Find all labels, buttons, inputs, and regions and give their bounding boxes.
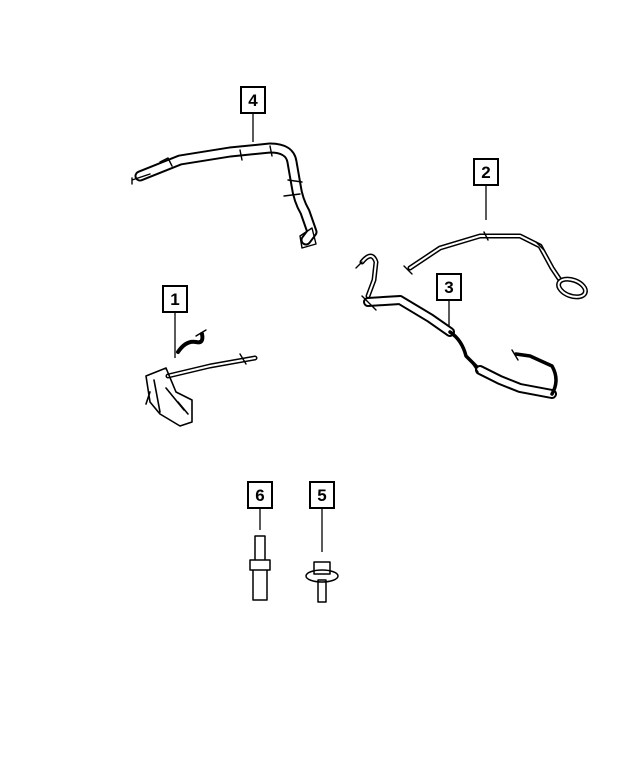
callout-2-label: 2 [481, 162, 491, 182]
callout-3-label: 3 [444, 277, 454, 297]
part-6-stud [249, 535, 271, 601]
part-1-assembly [145, 329, 258, 427]
callout-2: 2 [473, 158, 499, 186]
part-2-line [403, 231, 588, 300]
callout-6: 6 [247, 481, 273, 509]
part-4-hose [131, 142, 318, 249]
callout-1: 1 [162, 285, 188, 313]
callout-5-label: 5 [317, 485, 327, 505]
callout-5: 5 [309, 481, 335, 509]
callout-4-label: 4 [248, 90, 258, 110]
leader-lines [174, 114, 487, 552]
callout-4: 4 [240, 86, 266, 114]
callout-3: 3 [436, 273, 462, 301]
part-3-hose [355, 253, 558, 399]
part-5-bolt [305, 561, 339, 603]
callout-6-label: 6 [255, 485, 265, 505]
callout-1-label: 1 [170, 289, 180, 309]
